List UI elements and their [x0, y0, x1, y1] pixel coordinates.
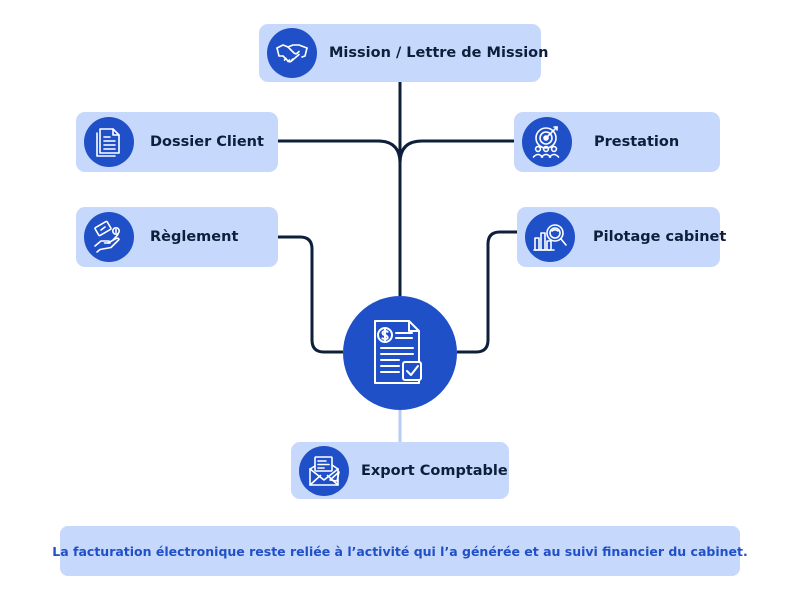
node-mission-label: Mission / Lettre de Mission	[329, 45, 549, 61]
envelope-export-icon	[299, 445, 349, 496]
node-pilotage-label: Pilotage cabinet	[593, 229, 727, 245]
invoice-dollar-check-icon	[374, 320, 422, 384]
caption-box: La facturation électronique reste reliée…	[52, 526, 748, 576]
connector-reglement-hub	[278, 235, 343, 354]
caption-text: La facturation électronique reste reliée…	[52, 543, 748, 559]
node-dossier-label: Dossier Client	[150, 134, 264, 150]
node-pilotage-cabinet: Pilotage cabinet	[517, 207, 726, 267]
node-reglement-label: Règlement	[150, 229, 239, 245]
target-team-icon	[522, 117, 572, 167]
document-icon	[84, 117, 134, 167]
node-reglement: Règlement	[76, 207, 278, 267]
hand-payment-icon	[84, 212, 134, 262]
connector-pilotage-hub	[457, 230, 517, 354]
hub-invoice	[343, 296, 457, 410]
node-prestation-label: Prestation	[594, 134, 680, 150]
analytics-magnifier-icon	[525, 212, 575, 262]
node-dossier-client: Dossier Client	[76, 112, 278, 172]
node-prestation: Prestation	[514, 112, 720, 172]
connector-dossier-hub	[278, 139, 402, 164]
node-mission: Mission / Lettre de Mission	[259, 24, 548, 82]
node-export-comptable: Export Comptable	[291, 442, 509, 499]
node-export-label: Export Comptable	[361, 462, 508, 479]
handshake-icon	[267, 28, 317, 78]
connector-prestation-hub	[398, 139, 514, 164]
